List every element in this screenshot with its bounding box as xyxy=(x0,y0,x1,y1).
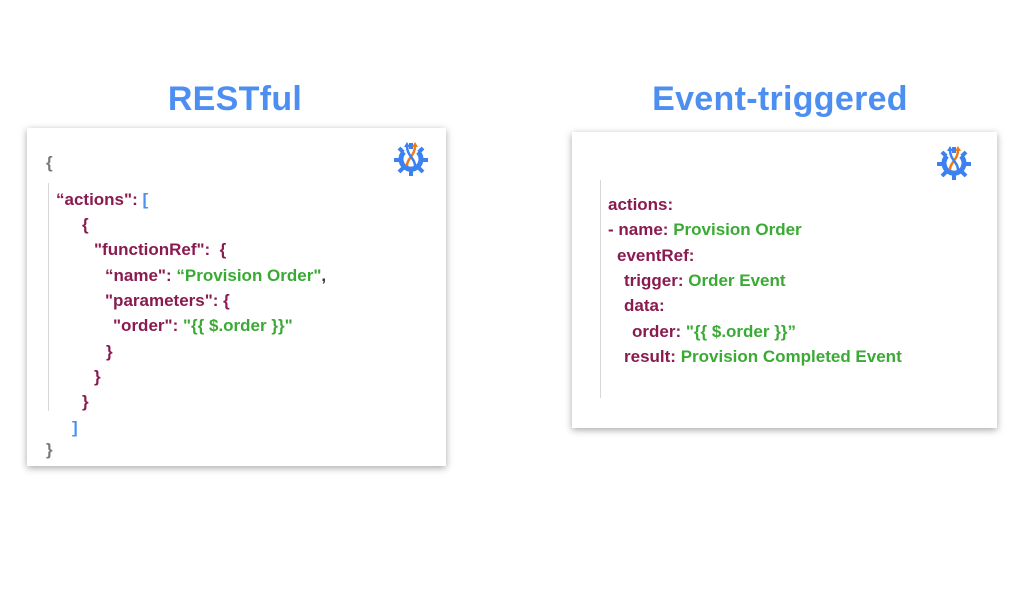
code-key: "functionRef": { xyxy=(94,240,227,259)
code-line: "parameters": { xyxy=(105,291,230,311)
code-key: eventRef: xyxy=(617,245,695,265)
code-punctuation: [ xyxy=(142,190,149,209)
code-punctuation: { xyxy=(46,153,53,172)
serverless-workflow-logo-icon xyxy=(394,142,428,176)
code-line: eventRef: xyxy=(617,246,694,266)
code-line: "functionRef": { xyxy=(94,240,226,260)
code-key: "order": xyxy=(113,316,183,335)
code-line: } xyxy=(106,342,113,362)
event-triggered-code-card: actions: - name: Provision Order eventRef:… xyxy=(572,132,997,428)
code-key: order: xyxy=(632,321,686,341)
code-line: } xyxy=(94,367,101,387)
code-key: trigger: xyxy=(624,270,689,290)
code-key: } xyxy=(106,342,113,361)
serverless-workflow-logo-icon xyxy=(937,146,971,180)
code-line: “name": “Provision Order", xyxy=(105,266,326,286)
code-line: trigger: Order Event xyxy=(624,271,786,291)
code-key: data: xyxy=(624,296,665,316)
code-value: "{{ $.order }}” xyxy=(685,321,796,341)
code-line: { xyxy=(82,215,89,235)
restful-code-card: {“actions": [{"functionRef": {“name": “P… xyxy=(27,128,446,466)
code-value: "{{ $.order }}" xyxy=(182,316,293,335)
code-key: { xyxy=(82,215,89,234)
code-key: "parameters": { xyxy=(105,291,230,310)
code-line: order: "{{ $.order }}” xyxy=(632,322,796,342)
code-key: } xyxy=(94,367,101,386)
code-line: } xyxy=(82,392,89,412)
event-triggered-title: Event-triggered xyxy=(652,80,908,118)
code-key: “name": xyxy=(105,266,177,285)
code-value: “Provision Order" xyxy=(176,266,322,285)
code-key: - name: xyxy=(608,220,674,240)
indent-guide xyxy=(600,180,601,398)
code-line: ] xyxy=(72,418,78,438)
code-key: “actions": xyxy=(56,190,143,209)
code-line: - name: Provision Order xyxy=(608,220,802,240)
code-value: Provision Completed Event xyxy=(680,346,902,366)
code-line: “actions": [ xyxy=(56,190,148,210)
code-key: actions: xyxy=(608,195,674,214)
code-line: } xyxy=(46,440,53,460)
code-line: result: Provision Completed Event xyxy=(624,347,902,367)
code-line: { xyxy=(46,153,53,173)
code-key: } xyxy=(82,392,89,411)
code-punctuation: } xyxy=(46,440,53,459)
code-punctuation: , xyxy=(321,266,327,285)
indent-guide xyxy=(48,183,49,411)
code-punctuation: ] xyxy=(72,418,78,437)
restful-title: RESTful xyxy=(167,80,303,118)
code-value: Provision Order xyxy=(673,220,802,240)
code-line: actions: xyxy=(608,195,673,215)
code-value: Order Event xyxy=(688,270,786,290)
code-key: result: xyxy=(624,346,681,366)
code-line: "order": "{{ $.order }}" xyxy=(113,316,293,336)
code-line: data: xyxy=(624,296,665,316)
